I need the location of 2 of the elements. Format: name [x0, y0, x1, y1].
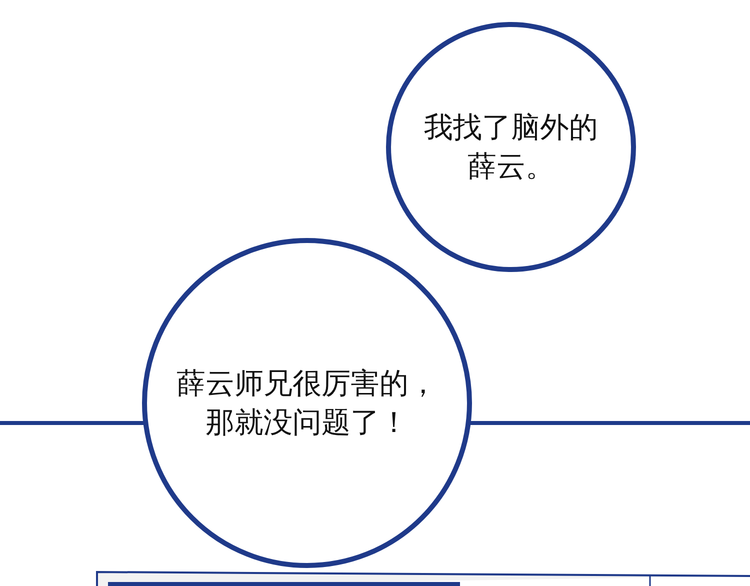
- speech-text: 薛云师兄很厉害的，那就没问题了！: [176, 364, 438, 441]
- speech-text: 我找了脑外的薛云。: [423, 108, 599, 185]
